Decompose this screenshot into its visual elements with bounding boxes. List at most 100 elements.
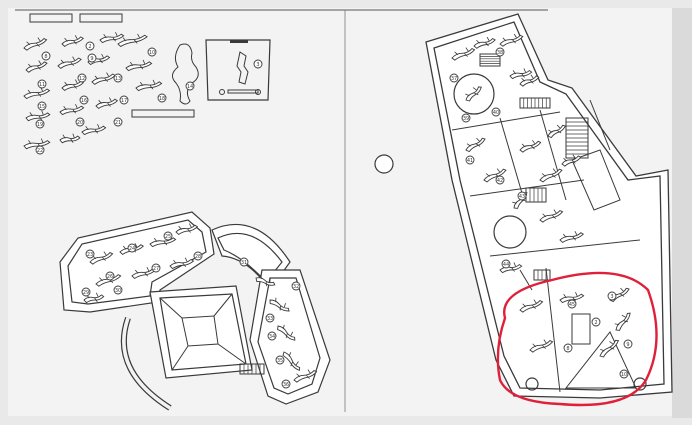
skeleton-0 — [89, 251, 114, 265]
left-pavilion — [59, 211, 331, 405]
exhibit-marker-19: 25 — [163, 231, 173, 241]
skeleton-33 — [561, 154, 582, 167]
exhibit-marker-32: 38 — [495, 47, 505, 57]
skeleton-18-body — [465, 86, 482, 102]
exhibit-marker-number: 42 — [497, 178, 503, 184]
exhibit-marker-number: 8 — [44, 54, 47, 60]
exhibit-marker-number: 11 — [39, 82, 45, 88]
showcase-slot-top — [230, 40, 248, 43]
skeleton-7-body — [83, 294, 105, 304]
exhibit-marker-number: 12 — [79, 76, 85, 82]
exhibit-marker-ring — [147, 47, 157, 57]
pyramid-roof — [159, 293, 247, 371]
exhibit-marker-ring — [163, 231, 173, 241]
exhibit-marker-number: 28 — [195, 254, 201, 260]
exhibit-marker-number: 3 — [610, 294, 613, 300]
exhibit-marker-ring — [239, 257, 249, 267]
specimen-9-legs — [64, 79, 78, 89]
exhibit-marker-22: 28 — [193, 251, 203, 261]
exhibit-marker-ring — [461, 113, 471, 123]
exhibit-marker-number: 2 — [88, 44, 91, 50]
exhibit-marker-number: 45 — [569, 302, 575, 308]
exhibit-marker-number: 22 — [37, 148, 43, 154]
exhibit-marker-17: 23 — [85, 249, 95, 259]
exhibit-marker-ring — [77, 73, 87, 83]
skeleton-8-body — [255, 277, 276, 286]
exhibit-marker-ring — [79, 95, 89, 105]
skeleton-16-legs — [512, 68, 526, 78]
triangular-plinth — [564, 331, 637, 389]
specimen-5-legs — [60, 56, 75, 66]
exhibit-marker-ring — [151, 263, 161, 273]
specimen-1-legs — [64, 35, 78, 45]
exhibit-marker-number: 13 — [115, 76, 121, 82]
skeleton-11 — [282, 351, 301, 372]
skeleton-32 — [547, 124, 566, 139]
specimen-grid — [23, 32, 163, 150]
specimen-7-legs — [129, 59, 146, 70]
specimen-3-body — [117, 34, 148, 47]
exhibit-marker-ring — [491, 107, 501, 117]
exhibit-marker-number: 19 — [37, 122, 43, 128]
specimen-12-body — [25, 112, 51, 122]
exhibit-marker-26: 32 — [291, 281, 301, 291]
exhibit-marker-2: 8 — [41, 51, 51, 61]
skeleton-26 — [519, 299, 544, 313]
exhibit-marker-number: 43 — [519, 194, 525, 200]
stair-hatching — [243, 56, 588, 374]
exhibit-marker-23: 29 — [81, 287, 91, 297]
skeleton-29-body — [529, 340, 554, 353]
exhibit-marker-11: 17 — [119, 95, 129, 105]
specimen-4-body — [25, 61, 48, 73]
specimen-15-body — [23, 140, 51, 150]
exhibit-marker-number: 16 — [81, 98, 87, 104]
specimen-11 — [135, 79, 163, 92]
exhibit-marker-ring — [113, 73, 123, 83]
exhibit-marker-ring — [495, 175, 505, 185]
specimen-16-body — [81, 125, 107, 136]
skeleton-12-legs — [296, 369, 311, 379]
skeleton-24 — [559, 230, 585, 243]
central-column — [374, 154, 394, 174]
exhibit-marker-7: 13 — [113, 73, 123, 83]
specimen-9 — [61, 79, 85, 92]
skeleton-20-body — [483, 168, 507, 183]
exhibit-marker-number: 9 — [90, 56, 93, 62]
exhibit-marker-ring — [113, 117, 123, 127]
skeleton-15 — [499, 33, 524, 47]
exhibit-marker-ring — [85, 41, 95, 51]
exhibit-marker-15: 21 — [113, 117, 123, 127]
skeleton-4-body — [95, 274, 122, 287]
specimen-5 — [57, 56, 82, 69]
exhibit-marker-number: 38 — [497, 50, 503, 56]
showcase-node-a — [219, 89, 225, 95]
title-box-right — [79, 13, 123, 23]
round-room-north — [453, 73, 495, 115]
skeleton-32-body — [547, 124, 566, 139]
exhibit-marker-number: 29 — [83, 290, 89, 296]
exhibit-marker-number: 44 — [503, 262, 509, 268]
exhibit-marker-number: 23 — [87, 252, 93, 258]
specimen-17-legs — [62, 133, 75, 143]
exhibit-marker-ring — [105, 271, 115, 281]
specimen-16 — [81, 124, 107, 136]
skeleton-5-legs — [134, 266, 150, 277]
exhibit-marker-36: 42 — [495, 175, 505, 185]
skeleton-21-legs — [521, 139, 536, 150]
specimen-14-legs — [98, 97, 112, 107]
skeleton-10-legs — [282, 324, 294, 339]
specimen-4 — [25, 60, 48, 73]
specimen-1 — [61, 35, 84, 47]
exhibit-marker-ring — [449, 73, 459, 83]
exhibit-marker-ring — [37, 101, 47, 111]
exhibit-marker-1: 2 — [85, 41, 95, 51]
exhibit-marker-21: 27 — [151, 263, 161, 273]
specimen-8-body — [23, 88, 51, 100]
exhibit-marker-number: 26 — [107, 274, 113, 280]
exhibit-marker-ring — [267, 331, 277, 341]
exhibit-marker-42: 8 — [563, 343, 573, 353]
exhibit-marker-ring — [265, 313, 275, 323]
skeleton-2 — [149, 235, 177, 248]
specimen-1-body — [61, 36, 84, 47]
